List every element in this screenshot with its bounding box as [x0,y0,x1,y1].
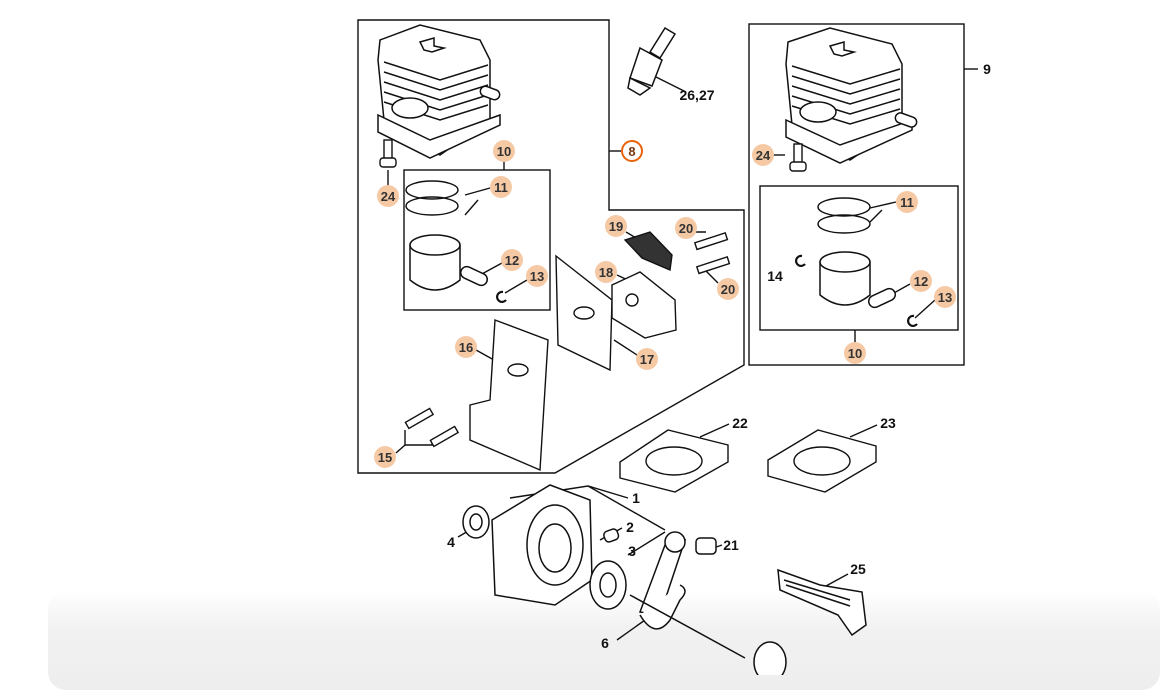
assembly-box-9 [748,23,965,366]
callout-26-27[interactable]: 26,27 [679,87,715,103]
piston-part [409,234,897,309]
callout-6[interactable]: 6 [601,635,609,651]
guide-plate-part [777,568,867,637]
callout-18[interactable]: 18 [595,261,617,283]
callout-20[interactable]: 20 [717,278,739,300]
callout-17[interactable]: 17 [636,348,658,370]
assembly-box-10-left [403,169,551,311]
callout-23[interactable]: 23 [880,415,896,431]
exploded-parts-diagram [357,19,978,675]
circlip-part [495,254,918,327]
callout-19[interactable]: 19 [605,215,627,237]
gasket-parts [619,429,877,493]
callout-1[interactable]: 1 [632,490,640,506]
callout-11[interactable]: 11 [490,176,512,198]
callout-24[interactable]: 24 [752,144,774,166]
callout-15[interactable]: 15 [374,446,396,468]
callout-10[interactable]: 10 [844,342,866,364]
callout-21[interactable]: 21 [723,537,739,553]
callout-3[interactable]: 3 [628,543,636,559]
intake-flange-parts [404,231,731,472]
callout-24[interactable]: 24 [377,185,399,207]
assembly-box-10-right [759,185,959,331]
assembly-box-8 [357,19,745,474]
cylinder-part [377,24,501,159]
callout-14[interactable]: 14 [767,268,783,284]
spark-plug-part [627,26,677,96]
callout-13[interactable]: 13 [934,286,956,308]
callout-8-selected[interactable]: 8 [621,140,643,162]
callout-4[interactable]: 4 [447,534,455,550]
callout-11[interactable]: 11 [896,191,918,213]
cylinder-part-right [785,27,918,164]
callout-16[interactable]: 16 [455,336,477,358]
callout-25[interactable]: 25 [850,561,866,577]
piston-rings-part [405,180,871,234]
callout-9[interactable]: 9 [983,61,991,77]
callout-2[interactable]: 2 [626,519,634,535]
callout-13[interactable]: 13 [526,265,548,287]
callout-22[interactable]: 22 [732,415,748,431]
crankcase-part [462,484,787,675]
leader-lines [387,68,978,641]
callout-12[interactable]: 12 [501,249,523,271]
screw-part [379,139,807,172]
callout-12[interactable]: 12 [910,270,932,292]
callout-10[interactable]: 10 [493,140,515,162]
callout-20[interactable]: 20 [675,217,697,239]
